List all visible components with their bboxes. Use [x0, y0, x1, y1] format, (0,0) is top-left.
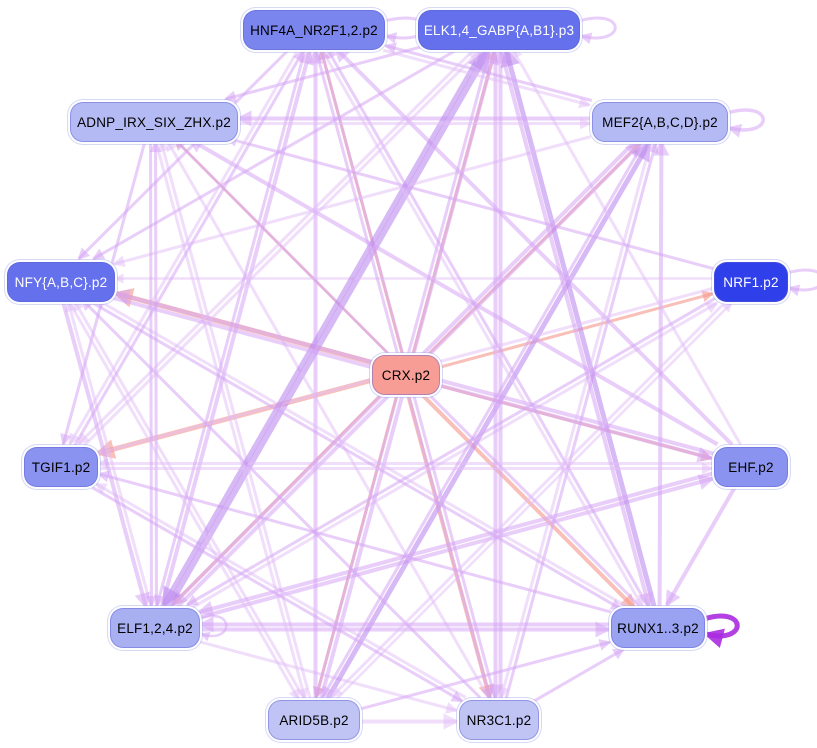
self-loop-ELK1: [578, 16, 617, 45]
node-CRX[interactable]: CRX.p2: [372, 355, 440, 395]
edge-NFY-ELF1: [61, 301, 151, 610]
edge-EHF-HNF4A: [333, 45, 734, 446]
node-label: NFY{A,B,C}.p2: [14, 274, 108, 290]
node-label: CRX.p2: [381, 367, 431, 383]
node-label: RUNX1..3.p2: [617, 620, 699, 636]
self-loop-NRF1: [786, 268, 817, 297]
self-loop-ELF1: [198, 614, 228, 642]
edge-MEF2-NR3C1: [498, 139, 653, 700]
edge-HNF4A-RUNX1: [320, 49, 645, 610]
edge-EHF-ADNP: [186, 137, 719, 447]
node-HNF4A[interactable]: HNF4A_NR2F1,2.p2: [243, 10, 385, 50]
edge-MEF2-ARID5B: [321, 138, 647, 699]
edge-ELF1-NRF1: [188, 301, 719, 611]
node-label: ELF1,2,4.p2: [117, 620, 193, 636]
node-label: HNF4A_NR2F1,2.p2: [250, 22, 378, 38]
node-RUNX1[interactable]: RUNX1..3.p2: [611, 608, 705, 648]
edge-ADNP-ELF1: [145, 141, 158, 608]
node-MEF2[interactable]: MEF2{A,B,C,D}.p2: [592, 102, 728, 142]
edge-ELF1-ELK1: [164, 47, 491, 610]
edge-TGIF1-ELK1: [80, 49, 481, 450]
self-loop-MEF2: [726, 108, 765, 138]
node-ELK1[interactable]: ELK1,4_GABP{A,B1}.p3: [418, 10, 580, 50]
node-NRF1[interactable]: NRF1.p2: [714, 262, 788, 302]
edge-ADNP-ARID5B: [154, 141, 309, 701]
edge-ELK1-ADNP: [223, 44, 426, 103]
node-ADNP[interactable]: ADNP_IRX_SIX_ZHX.p2: [70, 102, 238, 142]
node-label: NR3C1.p2: [466, 712, 532, 728]
edge-NR3C1-ADNP: [165, 138, 491, 699]
node-NFY[interactable]: NFY{A,B,C}.p2: [7, 262, 115, 302]
node-EHF[interactable]: EHF.p2: [714, 447, 788, 487]
node-label: NRF1.p2: [723, 274, 779, 290]
edge-NR3C1-RUNX1: [532, 647, 626, 703]
edge-ARID5B-ADNP: [157, 139, 312, 699]
edge-ELK1-RUNX1: [498, 49, 654, 610]
edge-ELK1-TGIF1: [77, 45, 478, 446]
edge-CRX-RUNX1: [421, 394, 637, 611]
node-label: EHF.p2: [728, 459, 774, 475]
node-label: ADNP_IRX_SIX_ZHX.p2: [77, 114, 231, 130]
edge-NFY-ARID5B: [68, 301, 301, 702]
node-label: TGIF1.p2: [31, 459, 91, 475]
edge-NFY-RUNX1: [91, 301, 623, 611]
edge-NRF1-ADNP: [224, 134, 715, 271]
edge-HNF4A-MEF2: [382, 48, 592, 109]
node-label: MEF2{A,B,C,D}.p2: [602, 114, 718, 130]
edge-NRF1-ARID5B: [330, 297, 730, 699]
edge-RUNX1-TGIF1: [96, 470, 612, 614]
edge-HNF4A-NFY: [77, 45, 293, 261]
edge-TGIF1-NR3C1: [91, 486, 464, 703]
edge-NR3C1-MEF2: [504, 140, 659, 701]
node-ELF1[interactable]: ELF1,2,4.p2: [110, 608, 200, 648]
edge-RUNX1-NFY: [94, 297, 626, 607]
edge-ARID5B-NRF1: [333, 302, 733, 702]
edge-MEF2-HNF4A: [383, 42, 593, 102]
node-label: ELK1,4_GABP{A,B1}.p3: [423, 22, 575, 38]
self-loop-RUNX1: [703, 613, 740, 648]
edge-EHF-ELF1: [196, 471, 713, 617]
node-TGIF1[interactable]: TGIF1.p2: [24, 447, 98, 487]
node-label: ARID5B.p2: [279, 712, 349, 728]
edge-RUNX1-ELK1: [500, 46, 657, 608]
edge-ELK1-ELF1: [161, 46, 487, 608]
edge-TGIF1-HNF4A: [72, 49, 305, 449]
edge-ELF1-NFY: [64, 299, 153, 607]
node-ARID5B[interactable]: ARID5B.p2: [268, 700, 360, 740]
node-NR3C1[interactable]: NR3C1.p2: [459, 700, 539, 740]
edge-NRF1-ELF1: [185, 297, 716, 607]
edge-HNF4A-ELF1: [153, 47, 307, 608]
edge-EHF-RUNX1: [665, 483, 739, 608]
